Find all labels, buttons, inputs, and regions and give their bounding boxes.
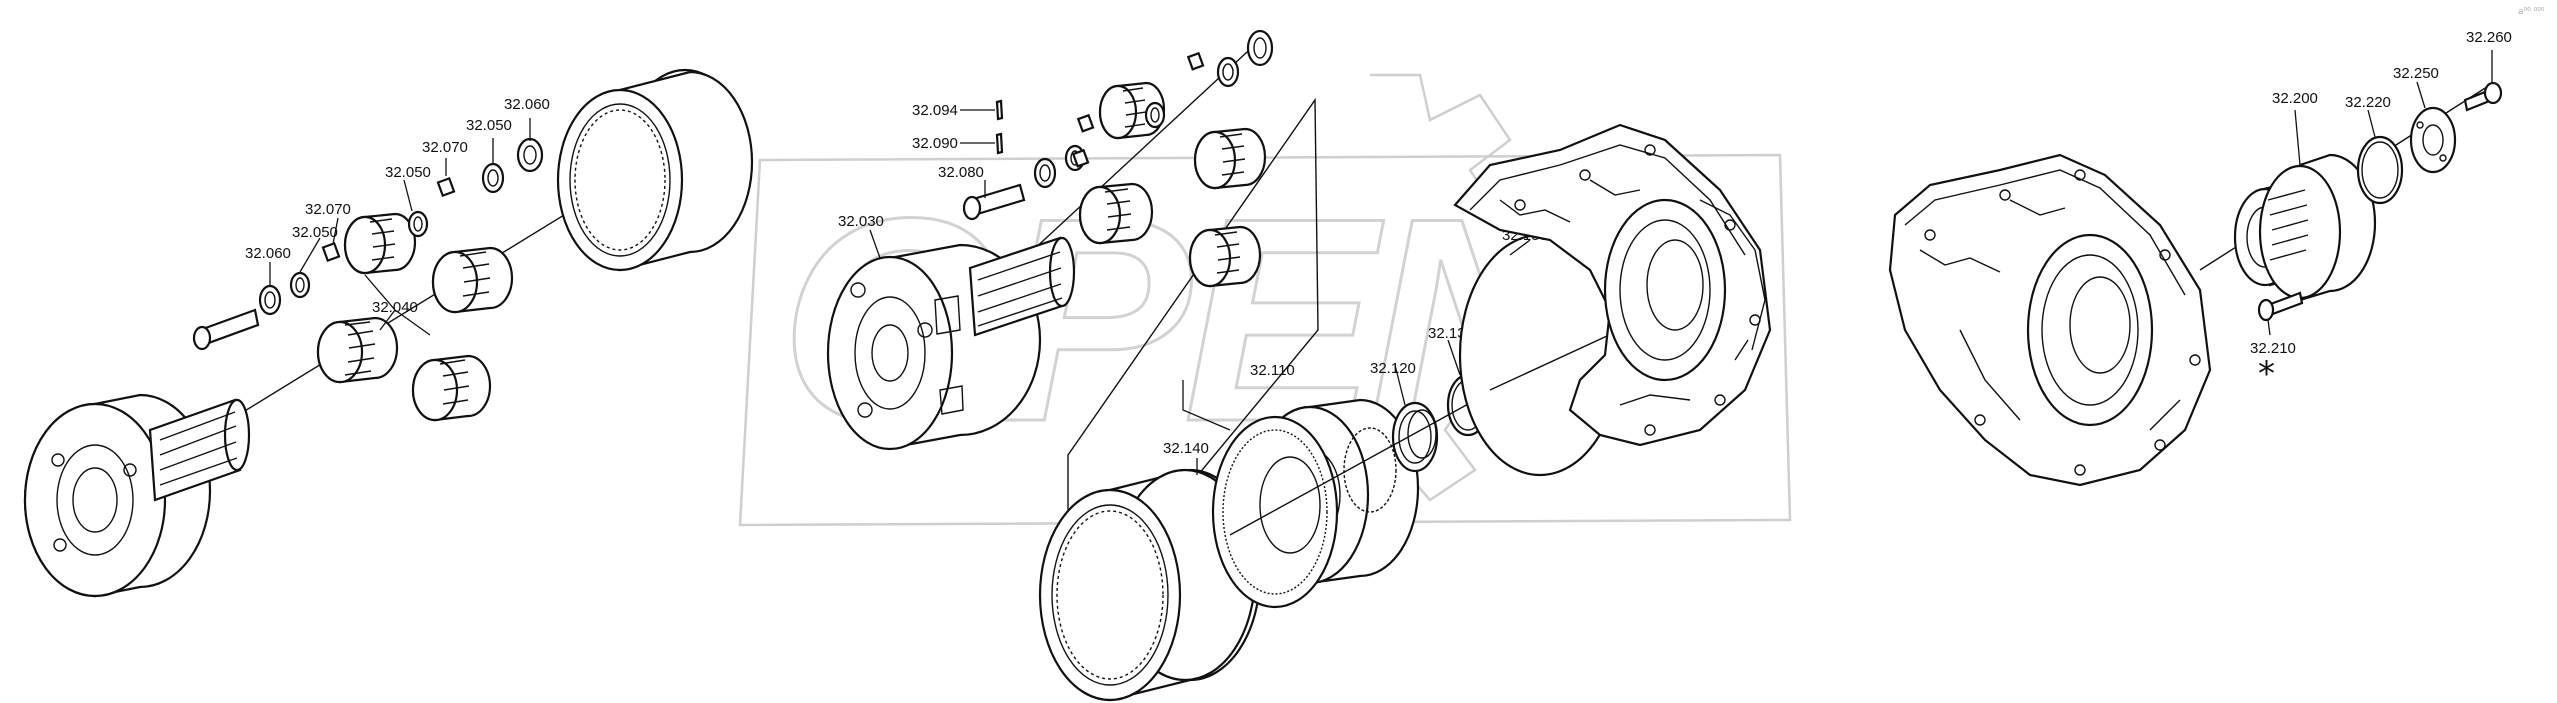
callout-32-060-top: 32.060: [504, 96, 550, 113]
left-planet-assembly: 32.060 32.050 32.070 32.050 32.070 32.05…: [23, 68, 754, 598]
left-planet-gear-3: [411, 354, 492, 422]
center-planet-gear-2: [1193, 127, 1267, 190]
left-needle-cage-2: [436, 176, 456, 198]
callout-32-110: 32.110: [1250, 362, 1295, 379]
center-washer-4: [1216, 56, 1240, 88]
center-planet-gear-1: [1078, 182, 1154, 245]
center-pin: [962, 183, 1026, 221]
right-bolt-260: [2463, 81, 2503, 112]
callout-32-070-mid: 32.070: [305, 201, 351, 218]
center-roll-pin-090: [995, 132, 1004, 155]
right-cover-plate: [2409, 106, 2457, 174]
center-planet-carrier: [826, 236, 1076, 451]
callout-32-080: 32.080: [938, 164, 984, 181]
center-needle-cage-1: [1076, 113, 1095, 133]
left-planet-gear-4: [343, 212, 417, 275]
center-needle-cage-2: [1186, 51, 1205, 71]
right-housing-assembly: 32.200 32.220 32.250 32.260 32.210 *: [1888, 29, 2512, 487]
center-washer-5: [1246, 29, 1274, 67]
left-planet-gear-1: [316, 316, 399, 384]
center-needle-cage-3: [1071, 148, 1090, 168]
left-planet-gear-2: [431, 246, 514, 314]
callout-32-260: 32.260: [2466, 29, 2512, 46]
callout-32-050-mid: 32.050: [385, 164, 431, 181]
center-washer-1: [1033, 157, 1057, 189]
callout-32-220: 32.220: [2345, 94, 2391, 111]
callout-32-200: 32.200: [2272, 90, 2318, 107]
left-planet-carrier: [23, 393, 251, 598]
callout-32-250: 32.250: [2393, 65, 2439, 82]
left-washer-5: [516, 137, 544, 173]
callout-32-094: 32.094: [912, 102, 958, 119]
center-roll-pin-094: [995, 99, 1004, 121]
right-gearbox-housing: [1888, 153, 2212, 487]
right-o-ring: [2356, 135, 2404, 205]
center-housing-assembly: 32.150: [1453, 123, 1772, 477]
callout-32-120: 32.120: [1370, 360, 1416, 377]
center-bearing: [1391, 401, 1439, 473]
left-needle-cage-1: [321, 241, 341, 263]
callout-32-040: 32.040: [372, 299, 418, 316]
watermark-frame: [738, 153, 1792, 527]
center-gearbox-housing: [1453, 123, 1772, 447]
center-internal-gear: [1211, 398, 1420, 609]
left-ring-gear: [556, 68, 754, 272]
callout-32-030: 32.030: [838, 213, 884, 230]
center-planet-gear-4: [1098, 81, 1166, 140]
center-planet-gear-3: [1188, 225, 1262, 288]
asterisk-mark: *: [2258, 354, 2275, 394]
callout-32-140: 32.140: [1163, 440, 1209, 457]
right-bolt-210: [2257, 291, 2304, 322]
left-washer-2: [289, 271, 311, 299]
callout-32-090: 32.090: [912, 135, 958, 152]
left-washer-1: [258, 284, 282, 316]
callout-32-050-top: 32.050: [466, 117, 512, 134]
left-washer-3: [407, 210, 429, 238]
callout-32-050-low: 32.050: [292, 224, 338, 241]
left-pin: [192, 308, 260, 351]
center-washer-3: [1144, 101, 1166, 129]
callout-32-060-low: 32.060: [245, 245, 291, 262]
left-washer-4: [481, 162, 505, 194]
callout-32-210: 32.210: [2250, 340, 2296, 357]
right-output-flange: [2233, 153, 2377, 302]
callout-32-070-top: 32.070: [422, 139, 468, 156]
corner-mark: a⁰⁰ ⁰⁰⁰: [2518, 7, 2545, 17]
center-planet-assembly: 32.094 32.090 32.080 32.030 32.110 32.12…: [826, 29, 1531, 702]
